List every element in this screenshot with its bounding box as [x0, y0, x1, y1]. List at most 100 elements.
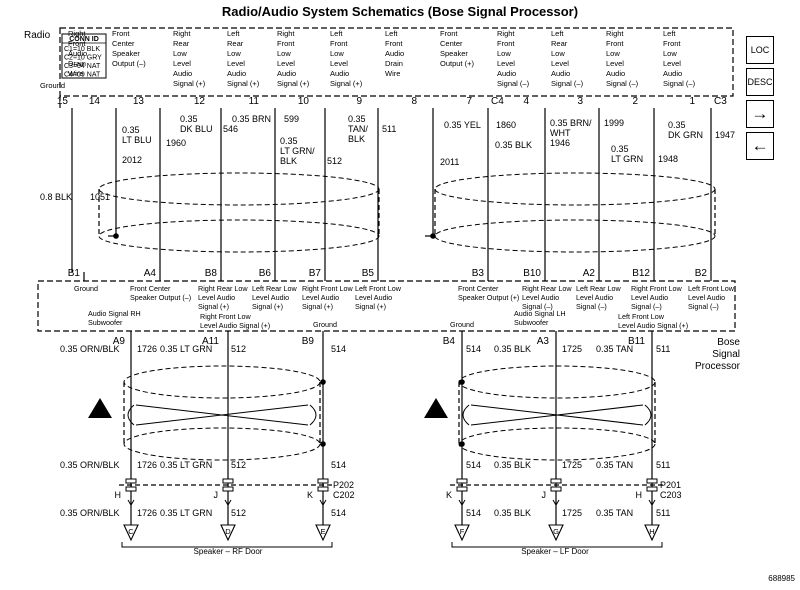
radio-pin-description: Front	[68, 39, 86, 48]
loc-button[interactable]: LOC	[746, 36, 774, 64]
bsp-pin-description: Right Rear Low	[198, 284, 248, 293]
upper-wire-label: TAN/	[348, 124, 368, 134]
radio-pin-description: Audio	[173, 69, 192, 78]
bsp-pin-label: B12	[632, 268, 650, 279]
bsp-bottom-pin-description: Level Audio Signal (+)	[200, 321, 270, 330]
radio-pin-number: 15	[57, 96, 69, 107]
rf-wire-circuit: 512	[231, 460, 246, 470]
lf-connector-name: P201	[660, 480, 681, 490]
radio-pin-description: Drain	[68, 59, 86, 68]
lf-wire-circuit: 1725	[562, 460, 582, 470]
rf-speaker-pin: C	[128, 527, 134, 536]
lf-wire-circuit: 511	[656, 460, 670, 470]
drain-splice	[430, 233, 436, 239]
bsp-pin-description: Level Audio	[355, 293, 392, 302]
lf-speaker-terminal	[454, 524, 470, 542]
lf-connector-terminal	[456, 478, 468, 492]
rf-wire-color: 0.35 ORN/BLK	[60, 344, 120, 354]
bsp-pin-description: Left Front Low	[355, 284, 402, 293]
bsp-pin-description: Level Audio	[198, 293, 235, 302]
chevron-down-icon	[224, 499, 232, 506]
rf-wire-color: 0.35 ORN/BLK	[60, 460, 120, 470]
upper-wire-label: DK GRN	[668, 130, 703, 140]
radio-pin-description: Left	[330, 29, 343, 38]
radio-pin-description: Front	[606, 39, 624, 48]
lf-twist-cross	[470, 404, 644, 426]
upper-wire-label: 0.35	[348, 114, 366, 124]
conn-id-row: C3=04 NAT	[64, 63, 101, 70]
desc-button[interactable]: DESC	[746, 68, 774, 96]
radio-pin-description: Audio	[277, 69, 296, 78]
radio-pin-description: Left	[551, 29, 564, 38]
radio-pin-description: Right	[173, 29, 191, 38]
radio-pin-description: Wire	[68, 69, 83, 78]
rf-connector-terminal	[317, 478, 329, 492]
rf-twist-ends	[127, 404, 317, 426]
bsp-pin-label: B1	[68, 268, 81, 279]
lf-connector-pin: K	[446, 490, 452, 500]
radio-connector-label: C3	[714, 96, 727, 107]
radio-pin-description: Drain	[385, 59, 403, 68]
radio-pin-description: Level	[606, 59, 624, 68]
bsp-label-line-2: Signal	[712, 349, 740, 360]
conn-id-box	[61, 33, 107, 79]
bsp-bottom-pin-label: B11	[628, 336, 645, 347]
radio-pin-number: 7	[466, 96, 472, 107]
radio-pin-description: Audio	[606, 69, 625, 78]
radio-pin-description: Level	[497, 59, 515, 68]
rf-wire-circuit: 1726	[137, 508, 157, 518]
rf-connector-pin: H	[115, 490, 122, 500]
rf-wire-color: 0.35 LT GRN	[160, 344, 212, 354]
figure-id: 688985	[768, 574, 795, 583]
lf-wire-color: 0.35 TAN	[596, 460, 633, 470]
rf-speaker-pin: D	[225, 527, 231, 536]
lf-speaker-terminal	[644, 524, 660, 542]
upper-wire-label: 0.35 BRN	[232, 114, 271, 124]
radio-pin-description: Audio	[663, 69, 682, 78]
upper-wire-circuit: 1946	[550, 138, 570, 148]
radio-pin-description: Level	[173, 59, 191, 68]
upper-wire-circuit: 512	[327, 156, 342, 166]
radio-pin-description: Low	[173, 49, 187, 58]
chevron-down-icon	[127, 499, 135, 506]
bsp-pin-description: Level Audio	[688, 293, 725, 302]
next-page-button[interactable]: →	[746, 100, 774, 128]
bsp-bottom-pin-description: Subwoofer	[514, 318, 549, 327]
bsp-bottom-pin-description: Subwoofer	[88, 318, 123, 327]
radio-pin-number: 12	[194, 96, 206, 107]
radio-pin-description: Signal (–)	[497, 79, 530, 88]
bsp-pin-description: Signal (+)	[355, 302, 386, 311]
rf-speaker-terminal	[123, 524, 139, 542]
lf-wire-color: 0.35 TAN	[596, 344, 633, 354]
radio-pin-number: 3	[577, 96, 583, 107]
lf-wire-circuit: 514	[466, 460, 481, 470]
radio-pin-description: Level	[663, 59, 681, 68]
bsp-pin-label: B6	[259, 268, 272, 279]
lf-wire-circuit: 1725	[562, 344, 582, 354]
chevron-down-icon	[319, 499, 327, 506]
upper-wire-label: 1960	[166, 138, 186, 148]
previous-page-button[interactable]: ←	[746, 132, 774, 160]
bsp-pin-description: Ground	[74, 284, 98, 293]
bsp-pin-description: Signal (+)	[252, 302, 283, 311]
lf-wire-circuit: 511	[656, 344, 670, 354]
upper-wire-label: LT BLU	[122, 135, 152, 145]
upper-wire-label: 0.35	[122, 125, 140, 135]
radio-pin-number: 11	[249, 96, 260, 107]
upper-wire-circuit: 2012	[122, 155, 142, 165]
bsp-pin-description: Level Audio	[252, 293, 289, 302]
upper-wire-circuit: 1948	[658, 154, 678, 164]
upper-wire-label: DK BLU	[180, 124, 213, 134]
bsp-bottom-pin-description: Left Front Low	[618, 312, 665, 321]
bsp-bottom-pin-label: A9	[113, 336, 126, 347]
radio-box	[59, 27, 734, 97]
radio-pin-description: Right	[68, 29, 86, 38]
upper-wire-label: WHT	[550, 128, 571, 138]
rf-wire-circuit: 512	[231, 344, 246, 354]
chevron-down-icon	[648, 499, 656, 506]
radio-label: Radio	[24, 30, 51, 41]
upper-wire-label: 0.35 BRN/	[550, 118, 592, 128]
bsp-pin-description: Front Center	[130, 284, 171, 293]
lf-wire-color: 0.35 BLK	[494, 508, 531, 518]
